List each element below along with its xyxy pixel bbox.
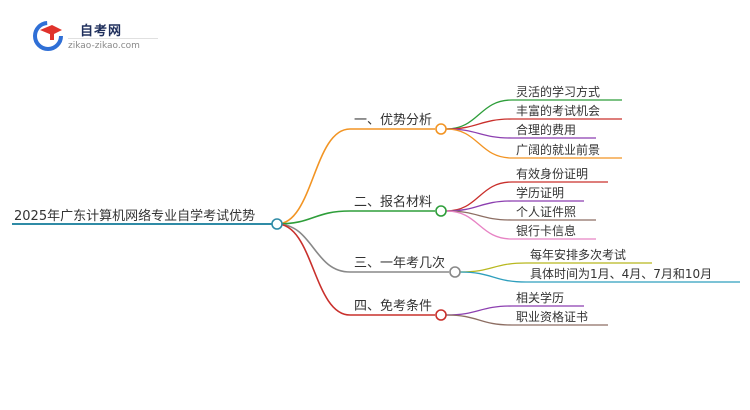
leaf-label: 相关学历 bbox=[516, 290, 564, 305]
root-node[interactable] bbox=[271, 218, 283, 230]
branch-node[interactable] bbox=[435, 205, 447, 217]
branch-node[interactable] bbox=[449, 266, 461, 278]
leaf-connector bbox=[445, 314, 513, 326]
branch-connector bbox=[276, 223, 351, 273]
leaf-label: 银行卡信息 bbox=[516, 223, 576, 238]
leaf-label: 个人证件照 bbox=[516, 205, 576, 219]
leaf-label: 每年安排多次考试 bbox=[530, 247, 626, 262]
leaf-connector bbox=[459, 271, 527, 283]
leaf-label: 职业资格证书 bbox=[516, 309, 588, 324]
leaf-connector bbox=[445, 210, 513, 240]
leaf-label: 合理的费用 bbox=[516, 122, 576, 137]
branch-label: 二、报名材料 bbox=[354, 194, 432, 210]
root-topic-label: 2025年广东计算机网络专业自学考试优势 bbox=[14, 208, 255, 224]
branch-connector bbox=[276, 128, 351, 225]
leaf-connector bbox=[459, 262, 527, 273]
logo-divider bbox=[68, 38, 158, 39]
branch-label: 一、优势分析 bbox=[354, 112, 432, 128]
graduation-cap-icon bbox=[33, 21, 63, 51]
branch-node[interactable] bbox=[435, 309, 447, 321]
leaf-label: 学历证明 bbox=[516, 185, 564, 200]
leaf-label: 广阔的就业前景 bbox=[516, 142, 600, 157]
site-logo: 自考网 zikao-zikao.com bbox=[30, 16, 170, 56]
leaf-connector bbox=[445, 305, 513, 316]
logo-subtitle: zikao-zikao.com bbox=[68, 41, 140, 51]
branch-label: 三、一年考几次 bbox=[354, 255, 445, 271]
branch-connector bbox=[276, 210, 351, 225]
logo-title: 自考网 bbox=[80, 24, 123, 39]
leaf-connector bbox=[445, 128, 513, 159]
branch-node[interactable] bbox=[435, 123, 447, 135]
leaf-label: 具体时间为1月、4月、7月和10月 bbox=[530, 267, 712, 281]
leaf-label: 灵活的学习方式 bbox=[516, 84, 600, 99]
branch-label: 四、免考条件 bbox=[354, 298, 432, 314]
leaf-label: 有效身份证明 bbox=[516, 166, 588, 181]
branch-connector bbox=[276, 223, 351, 316]
leaf-label: 丰富的考试机会 bbox=[516, 103, 600, 118]
